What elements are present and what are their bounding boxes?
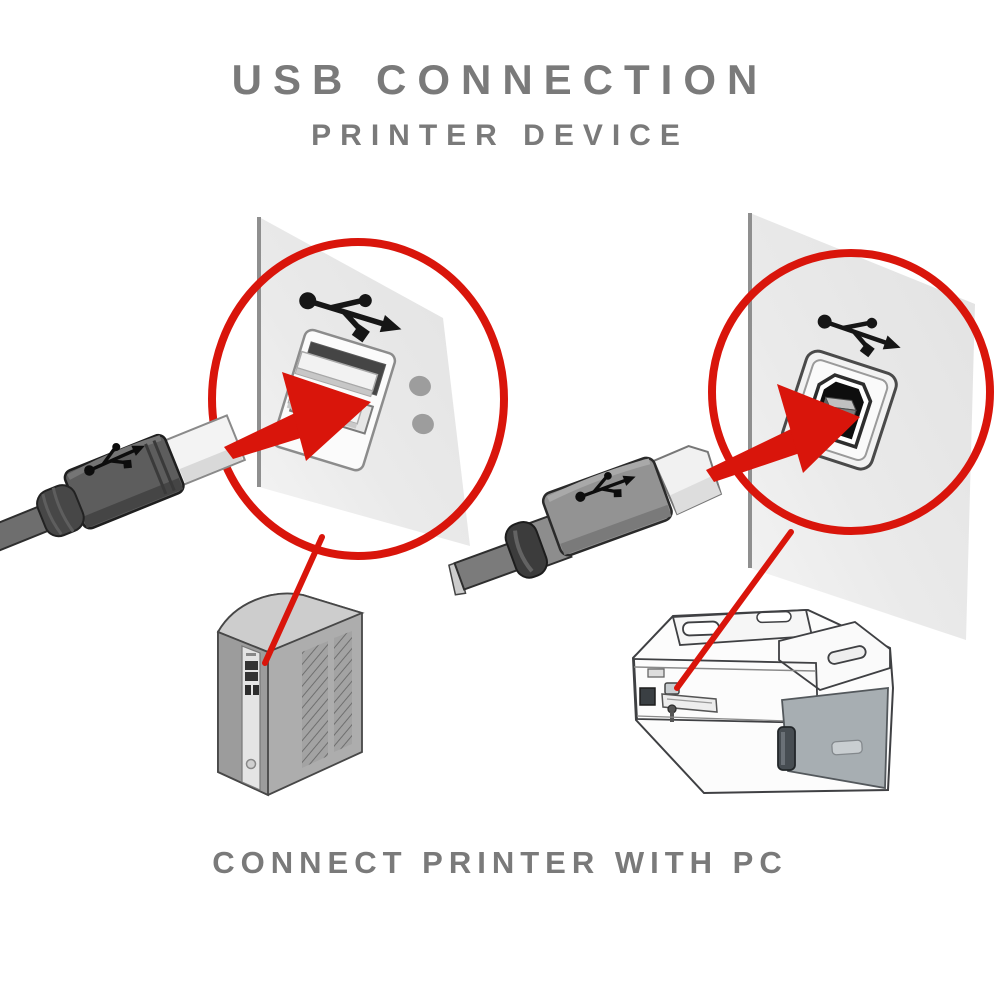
usb-type-a-plug-icon (0, 414, 247, 590)
printer-icon (631, 608, 895, 795)
callout-line-printer (674, 529, 794, 691)
pc-tower-icon (216, 592, 365, 797)
red-highlight-circle-icon (208, 238, 508, 560)
callout-line-pc (262, 534, 325, 666)
page-title: USB CONNECTION (231, 56, 769, 103)
led-dot (409, 375, 431, 397)
page-subtitle: PRINTER DEVICE (311, 119, 689, 152)
printer-scene (448, 213, 994, 795)
usb-type-b-plug-icon (448, 445, 723, 596)
page-caption: CONNECT PRINTER WITH PC (212, 845, 788, 880)
pc-scene (0, 217, 508, 797)
red-highlight-circle-icon (708, 249, 994, 535)
red-arrow-icon (706, 384, 860, 482)
red-arrow-icon (224, 372, 371, 461)
led-dot (412, 413, 434, 435)
